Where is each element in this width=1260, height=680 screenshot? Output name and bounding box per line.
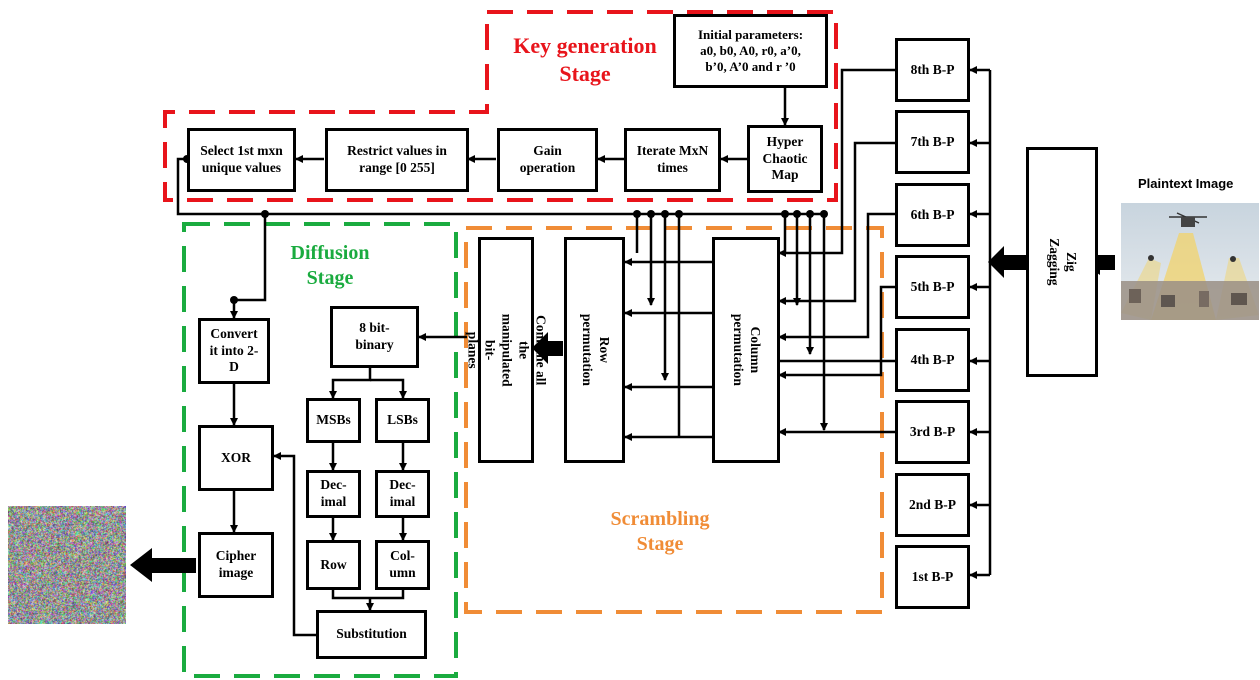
substitution-box: Substitution (316, 610, 427, 659)
iterate-box: Iterate MxN times (624, 128, 721, 192)
zig-to-bus-arrow (988, 246, 1026, 278)
decimal-left-box: Dec- imal (306, 470, 361, 518)
zig-zagging-label: Zig Zagging (1045, 231, 1079, 293)
lsbs-box: LSBs (375, 398, 430, 443)
bit-plane-5: 5th B-P (895, 255, 970, 319)
zig-zagging-box: Zig Zagging (1026, 147, 1098, 377)
convert-2d-box: Convert it into 2- D (198, 318, 270, 384)
bit-plane-3: 3rd B-P (895, 400, 970, 464)
column-permutation-box: Column permutation (712, 237, 780, 463)
scrambling-stage-label: Scrambling Stage (570, 507, 750, 557)
bit-plane-1: 1st B-P (895, 545, 970, 609)
diffusion-stage-label: Diffusion Stage (270, 241, 390, 291)
column-box: Col- umn (375, 540, 430, 590)
column-permutation-label: Column permutation (729, 314, 763, 386)
bit-plane-8: 8th B-P (895, 38, 970, 102)
key-generation-stage-label: Key generation Stage (490, 32, 680, 87)
select-unique-values-box: Select 1st mxn unique values (187, 128, 296, 192)
msbs-box: MSBs (306, 398, 361, 443)
gain-operation-box: Gain operation (497, 128, 598, 192)
plaintext-image (1121, 203, 1259, 320)
bit-plane-7: 7th B-P (895, 110, 970, 174)
bit-plane-2: 2nd B-P (895, 473, 970, 537)
eight-bit-binary-box: 8 bit- binary (330, 306, 419, 368)
cipher-image-box: Cipher image (198, 532, 274, 598)
decimal-right-box: Dec- imal (375, 470, 430, 518)
bit-plane-6: 6th B-P (895, 183, 970, 247)
cipher-output-arrow (130, 548, 196, 582)
hyper-chaotic-map-box: Hyper Chaotic Map (747, 125, 823, 193)
plaintext-image-caption: Plaintext Image (1138, 176, 1233, 191)
row-permutation-box: Row permutation (564, 237, 625, 463)
combine-bit-planes-box: Combine all the manipulated bit- planes (478, 237, 534, 463)
xor-box: XOR (198, 425, 274, 491)
row-box: Row (306, 540, 361, 590)
initial-parameters-box: Initial parameters: a0, b0, A0, r0, a’0,… (673, 14, 828, 88)
row-permutation-label: Row permutation (578, 314, 612, 386)
combine-bit-planes-label: Combine all the manipulated bit- planes (464, 314, 548, 387)
bit-plane-4: 4th B-P (895, 328, 970, 392)
cipher-image-output (8, 506, 126, 624)
restrict-values-box: Restrict values in range [0 255] (325, 128, 469, 192)
